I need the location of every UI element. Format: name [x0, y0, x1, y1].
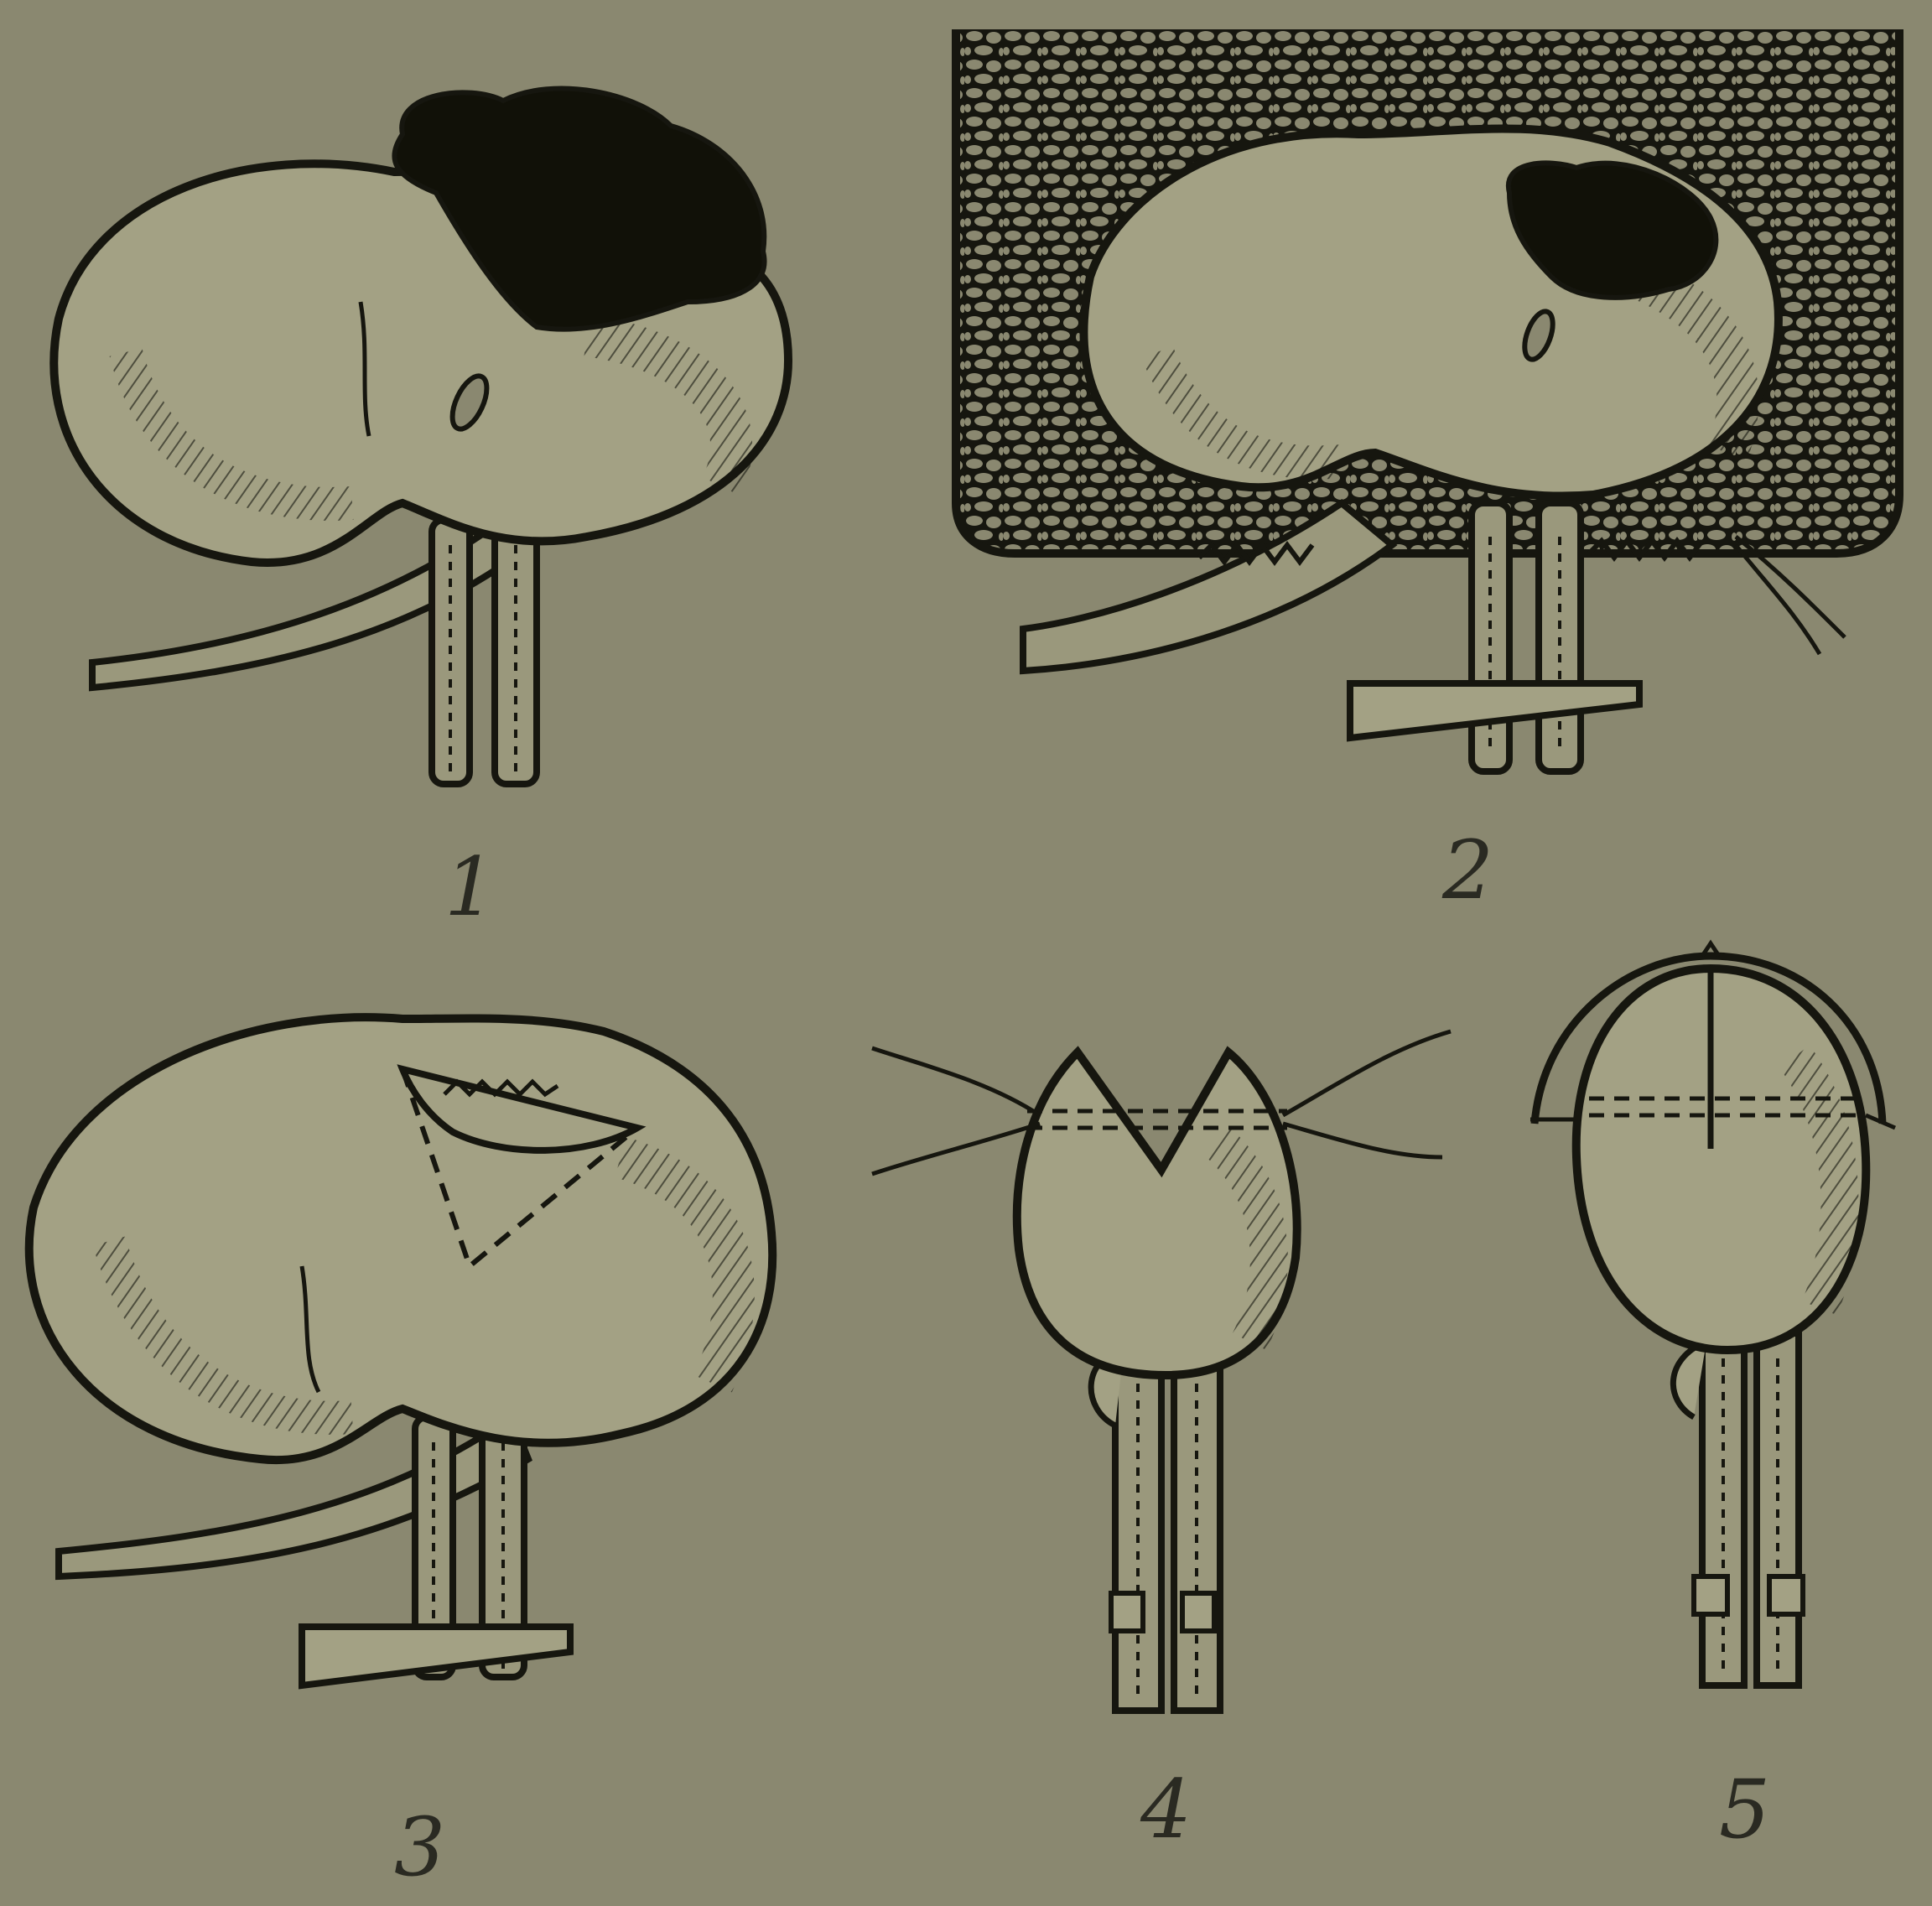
- figure-3-wedge-resection: [29, 1017, 772, 1685]
- suture-thread: [872, 1124, 1040, 1174]
- figure-label-4: 4: [1140, 1769, 1192, 1850]
- figure-label-1: 1: [444, 847, 496, 927]
- kidney: [29, 1017, 772, 1460]
- figure-1-kidney-with-tumor: [54, 89, 788, 784]
- figure-label-2: 2: [1442, 830, 1493, 911]
- figure-4-suture-closure: [872, 1031, 1451, 1711]
- renal-vessels: [1694, 1333, 1803, 1685]
- suture-thread: [1283, 1031, 1451, 1115]
- suture-thread: [872, 1048, 1040, 1115]
- suture-thread: [1283, 1124, 1442, 1157]
- figure-2-kidney-in-ice-bath: [956, 29, 1899, 771]
- figure-label-3: 3: [394, 1807, 445, 1888]
- figure-5-sutured-kidney: [1530, 943, 1895, 1685]
- figure-label-5: 5: [1719, 1769, 1770, 1850]
- renal-vessels: [1111, 1358, 1220, 1711]
